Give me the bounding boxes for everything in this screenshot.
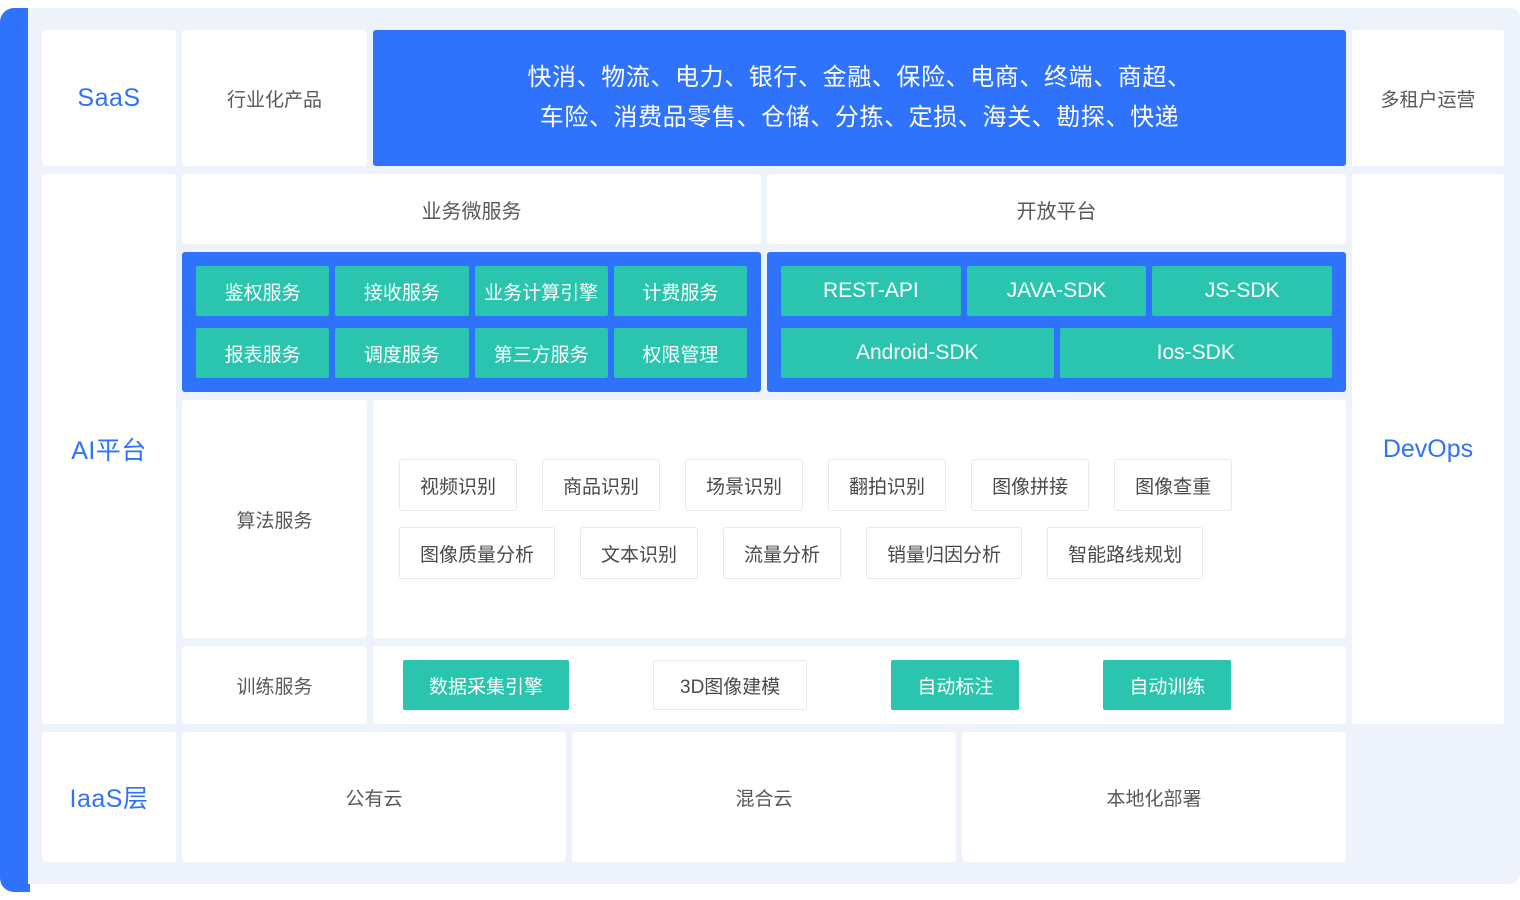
open-platform-row-2: Android-SDK Ios-SDK: [781, 328, 1332, 378]
service-chip[interactable]: 报表服务: [196, 328, 330, 378]
saas-layer-label: SaaS: [42, 30, 176, 166]
training-chip[interactable]: 自动训练: [1103, 660, 1232, 710]
service-chip[interactable]: 业务计算引擎: [474, 266, 608, 316]
iaas-layer-label: IaaS层: [42, 732, 176, 862]
ai-platform-layer-row: AI平台 业务微服务 鉴权服务 接收服务 业务计算引擎 计费服务: [42, 174, 1504, 724]
microservices-row-1: 鉴权服务 接收服务 业务计算引擎 计费服务: [196, 266, 747, 316]
algorithm-chip[interactable]: 场景识别: [685, 459, 804, 511]
algorithm-services-row: 算法服务 视频识别 商品识别 场景识别 翻拍识别 图像拼接 图像查重: [182, 400, 1346, 638]
sdk-chip[interactable]: Ios-SDK: [1059, 328, 1332, 378]
algorithm-row-1: 视频识别 商品识别 场景识别 翻拍识别 图像拼接 图像查重: [399, 459, 1320, 511]
training-chip[interactable]: 3D图像建模: [653, 660, 808, 710]
left-accent-bar: [0, 8, 30, 892]
open-platform-row-1: REST-API JAVA-SDK JS-SDK: [781, 266, 1333, 316]
algorithm-chip[interactable]: 视频识别: [399, 459, 518, 511]
training-services-label: 训练服务: [182, 646, 367, 724]
training-services-panel: 数据采集引擎 3D图像建模 自动标注 自动训练: [373, 646, 1346, 724]
saas-product-kind: 行业化产品: [182, 30, 367, 166]
saas-industries-line-1: 快消、物流、电力、银行、金融、保险、电商、终端、商超、: [527, 64, 1192, 92]
iaas-item[interactable]: 公有云: [182, 732, 566, 862]
ai-platform-content: 业务微服务 鉴权服务 接收服务 业务计算引擎 计费服务 报表服务: [182, 174, 1346, 724]
services-row: 业务微服务 鉴权服务 接收服务 业务计算引擎 计费服务 报表服务: [182, 174, 1346, 392]
service-chip[interactable]: 第三方服务: [474, 328, 608, 378]
iaas-right-spacer: [1352, 732, 1504, 862]
open-platform-title: 开放平台: [767, 174, 1346, 244]
devops-label: DevOps: [1352, 174, 1504, 724]
algorithm-chip[interactable]: 商品识别: [542, 459, 661, 511]
open-platform-body: REST-API JAVA-SDK JS-SDK Android-SDK Ios…: [767, 252, 1346, 392]
service-chip[interactable]: 接收服务: [335, 266, 469, 316]
algorithm-row-2: 图像质量分析 文本识别 流量分析 销量归因分析 智能路线规划: [399, 527, 1320, 579]
algorithm-chip[interactable]: 图像拼接: [971, 459, 1090, 511]
algorithm-services-label: 算法服务: [182, 400, 367, 638]
saas-industries-banner: 快消、物流、电力、银行、金融、保险、电商、终端、商超、 车险、消费品零售、仓储、…: [373, 30, 1346, 166]
service-chip[interactable]: 调度服务: [335, 328, 469, 378]
training-chip[interactable]: 数据采集引擎: [403, 660, 570, 710]
algorithm-chip[interactable]: 图像查重: [1114, 459, 1233, 511]
multi-tenant-ops-label: 多租户运营: [1352, 30, 1504, 166]
algorithm-chip[interactable]: 销量归因分析: [866, 527, 1023, 579]
sdk-chip[interactable]: JAVA-SDK: [966, 266, 1147, 316]
algorithm-chip[interactable]: 翻拍识别: [828, 459, 947, 511]
training-chip[interactable]: 自动标注: [891, 660, 1020, 710]
microservices-body: 鉴权服务 接收服务 业务计算引擎 计费服务 报表服务 调度服务 第三方服务 权限: [182, 252, 761, 392]
saas-industries-line-2: 车险、消费品零售、仓储、分拣、定损、海关、勘探、快递: [539, 104, 1180, 131]
microservices-column: 业务微服务 鉴权服务 接收服务 业务计算引擎 计费服务 报表服务: [182, 174, 761, 392]
microservices-row-2: 报表服务 调度服务 第三方服务 权限管理: [196, 328, 747, 378]
microservices-title: 业务微服务: [182, 174, 761, 244]
sdk-chip[interactable]: REST-API: [781, 266, 961, 316]
service-chip[interactable]: 鉴权服务: [196, 266, 330, 316]
layer-grid: SaaS 行业化产品 快消、物流、电力、银行、金融、保险、电商、终端、商超、 车…: [42, 30, 1504, 862]
saas-layer-row: SaaS 行业化产品 快消、物流、电力、银行、金融、保险、电商、终端、商超、 车…: [42, 30, 1504, 166]
algorithm-services-panel: 视频识别 商品识别 场景识别 翻拍识别 图像拼接 图像查重 图像质量分析 文本识…: [373, 400, 1346, 638]
service-chip[interactable]: 计费服务: [613, 266, 747, 316]
algorithm-chip[interactable]: 智能路线规划: [1047, 527, 1204, 579]
iaas-item[interactable]: 混合云: [572, 732, 956, 862]
iaas-item[interactable]: 本地化部署: [962, 732, 1346, 862]
ai-platform-layer-label: AI平台: [42, 174, 176, 724]
sdk-chip[interactable]: JS-SDK: [1152, 266, 1333, 316]
algorithm-chip[interactable]: 流量分析: [723, 527, 842, 579]
training-services-row: 训练服务 数据采集引擎 3D图像建模 自动标注 自动训练: [182, 646, 1346, 724]
iaas-layer-row: IaaS层 公有云 混合云 本地化部署: [42, 732, 1504, 862]
service-chip[interactable]: 权限管理: [613, 328, 747, 378]
open-platform-column: 开放平台 REST-API JAVA-SDK JS-SDK Android-SD…: [767, 174, 1346, 392]
sdk-chip[interactable]: Android-SDK: [781, 328, 1054, 378]
algorithm-chip[interactable]: 图像质量分析: [399, 527, 556, 579]
algorithm-chip[interactable]: 文本识别: [580, 527, 699, 579]
diagram-panel: SaaS 行业化产品 快消、物流、电力、银行、金融、保险、电商、终端、商超、 车…: [28, 8, 1520, 884]
